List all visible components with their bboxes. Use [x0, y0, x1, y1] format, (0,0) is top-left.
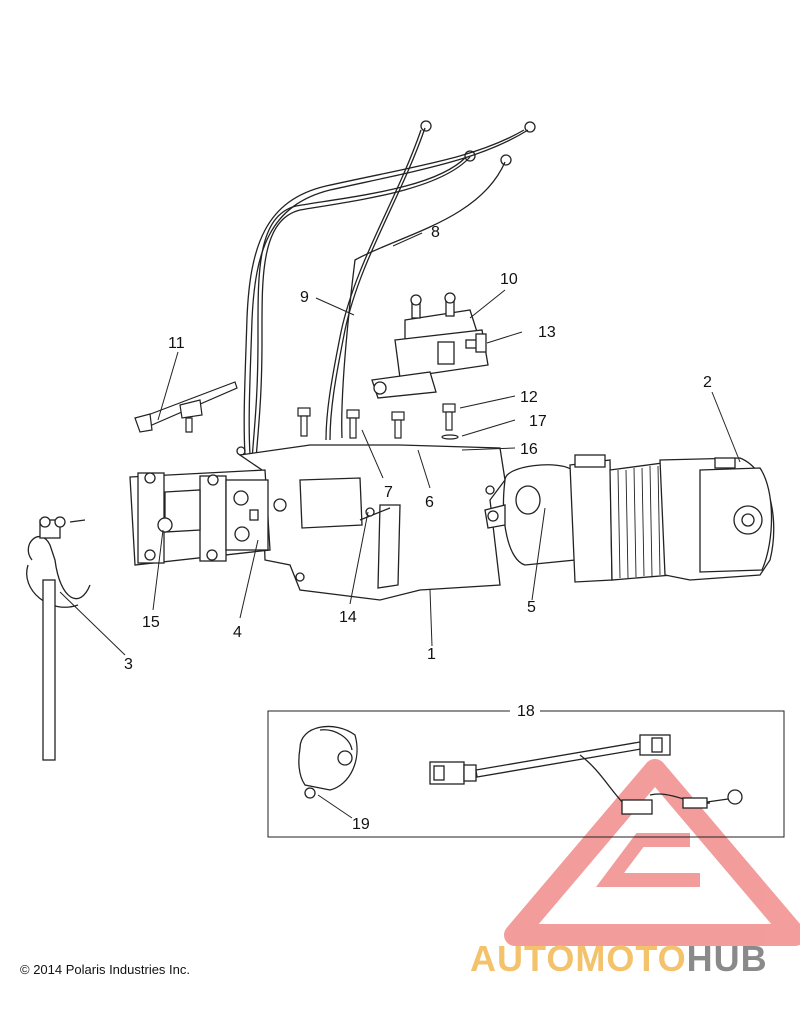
copyright-text: © 2014 Polaris Industries Inc.: [20, 962, 190, 977]
callout-14: 14: [339, 609, 357, 626]
callout-2: 2: [703, 374, 712, 391]
callout-16: 16: [520, 441, 538, 458]
callout-6: 6: [425, 494, 434, 511]
callout-4: 4: [233, 624, 242, 641]
callout-1: 1: [427, 646, 436, 663]
handlebar-switch: [298, 725, 358, 799]
callout-18: 18: [517, 703, 535, 720]
callout-labels: 1 2 3 4 5 6 7 8 9 10 11 12 13 14 15 16 1…: [124, 224, 712, 833]
callout-11: 11: [168, 335, 185, 352]
watermark-part1: AUTOMOTO: [470, 938, 687, 979]
fairlead-assembly: [129, 469, 271, 566]
watermark-wordmark: AUTOMOTOHUB: [470, 938, 768, 980]
callout-19: 19: [352, 816, 370, 833]
watermark-logo: [504, 759, 800, 946]
callout-7: 7: [384, 484, 393, 501]
callout-10: 10: [500, 271, 518, 288]
contactor-assembly: [371, 292, 489, 399]
callout-9: 9: [300, 289, 309, 306]
callout-13: 13: [538, 324, 556, 341]
winch-hook: [26, 516, 91, 761]
watermark-part2: HUB: [686, 938, 768, 979]
callout-12: 12: [520, 389, 538, 406]
callout-8: 8: [431, 224, 440, 241]
bolts-washers: [297, 403, 460, 454]
mounting-plate: [238, 444, 506, 601]
callout-3: 3: [124, 656, 133, 673]
callout-15: 15: [142, 614, 160, 631]
battery-cables: [236, 120, 536, 467]
callout-5: 5: [527, 599, 536, 616]
wiring-harness: [429, 734, 743, 815]
cable-clip: [134, 381, 238, 433]
leader-lines: [59, 232, 741, 819]
callout-17: 17: [529, 413, 547, 430]
winch-drum-motor: [484, 454, 775, 583]
